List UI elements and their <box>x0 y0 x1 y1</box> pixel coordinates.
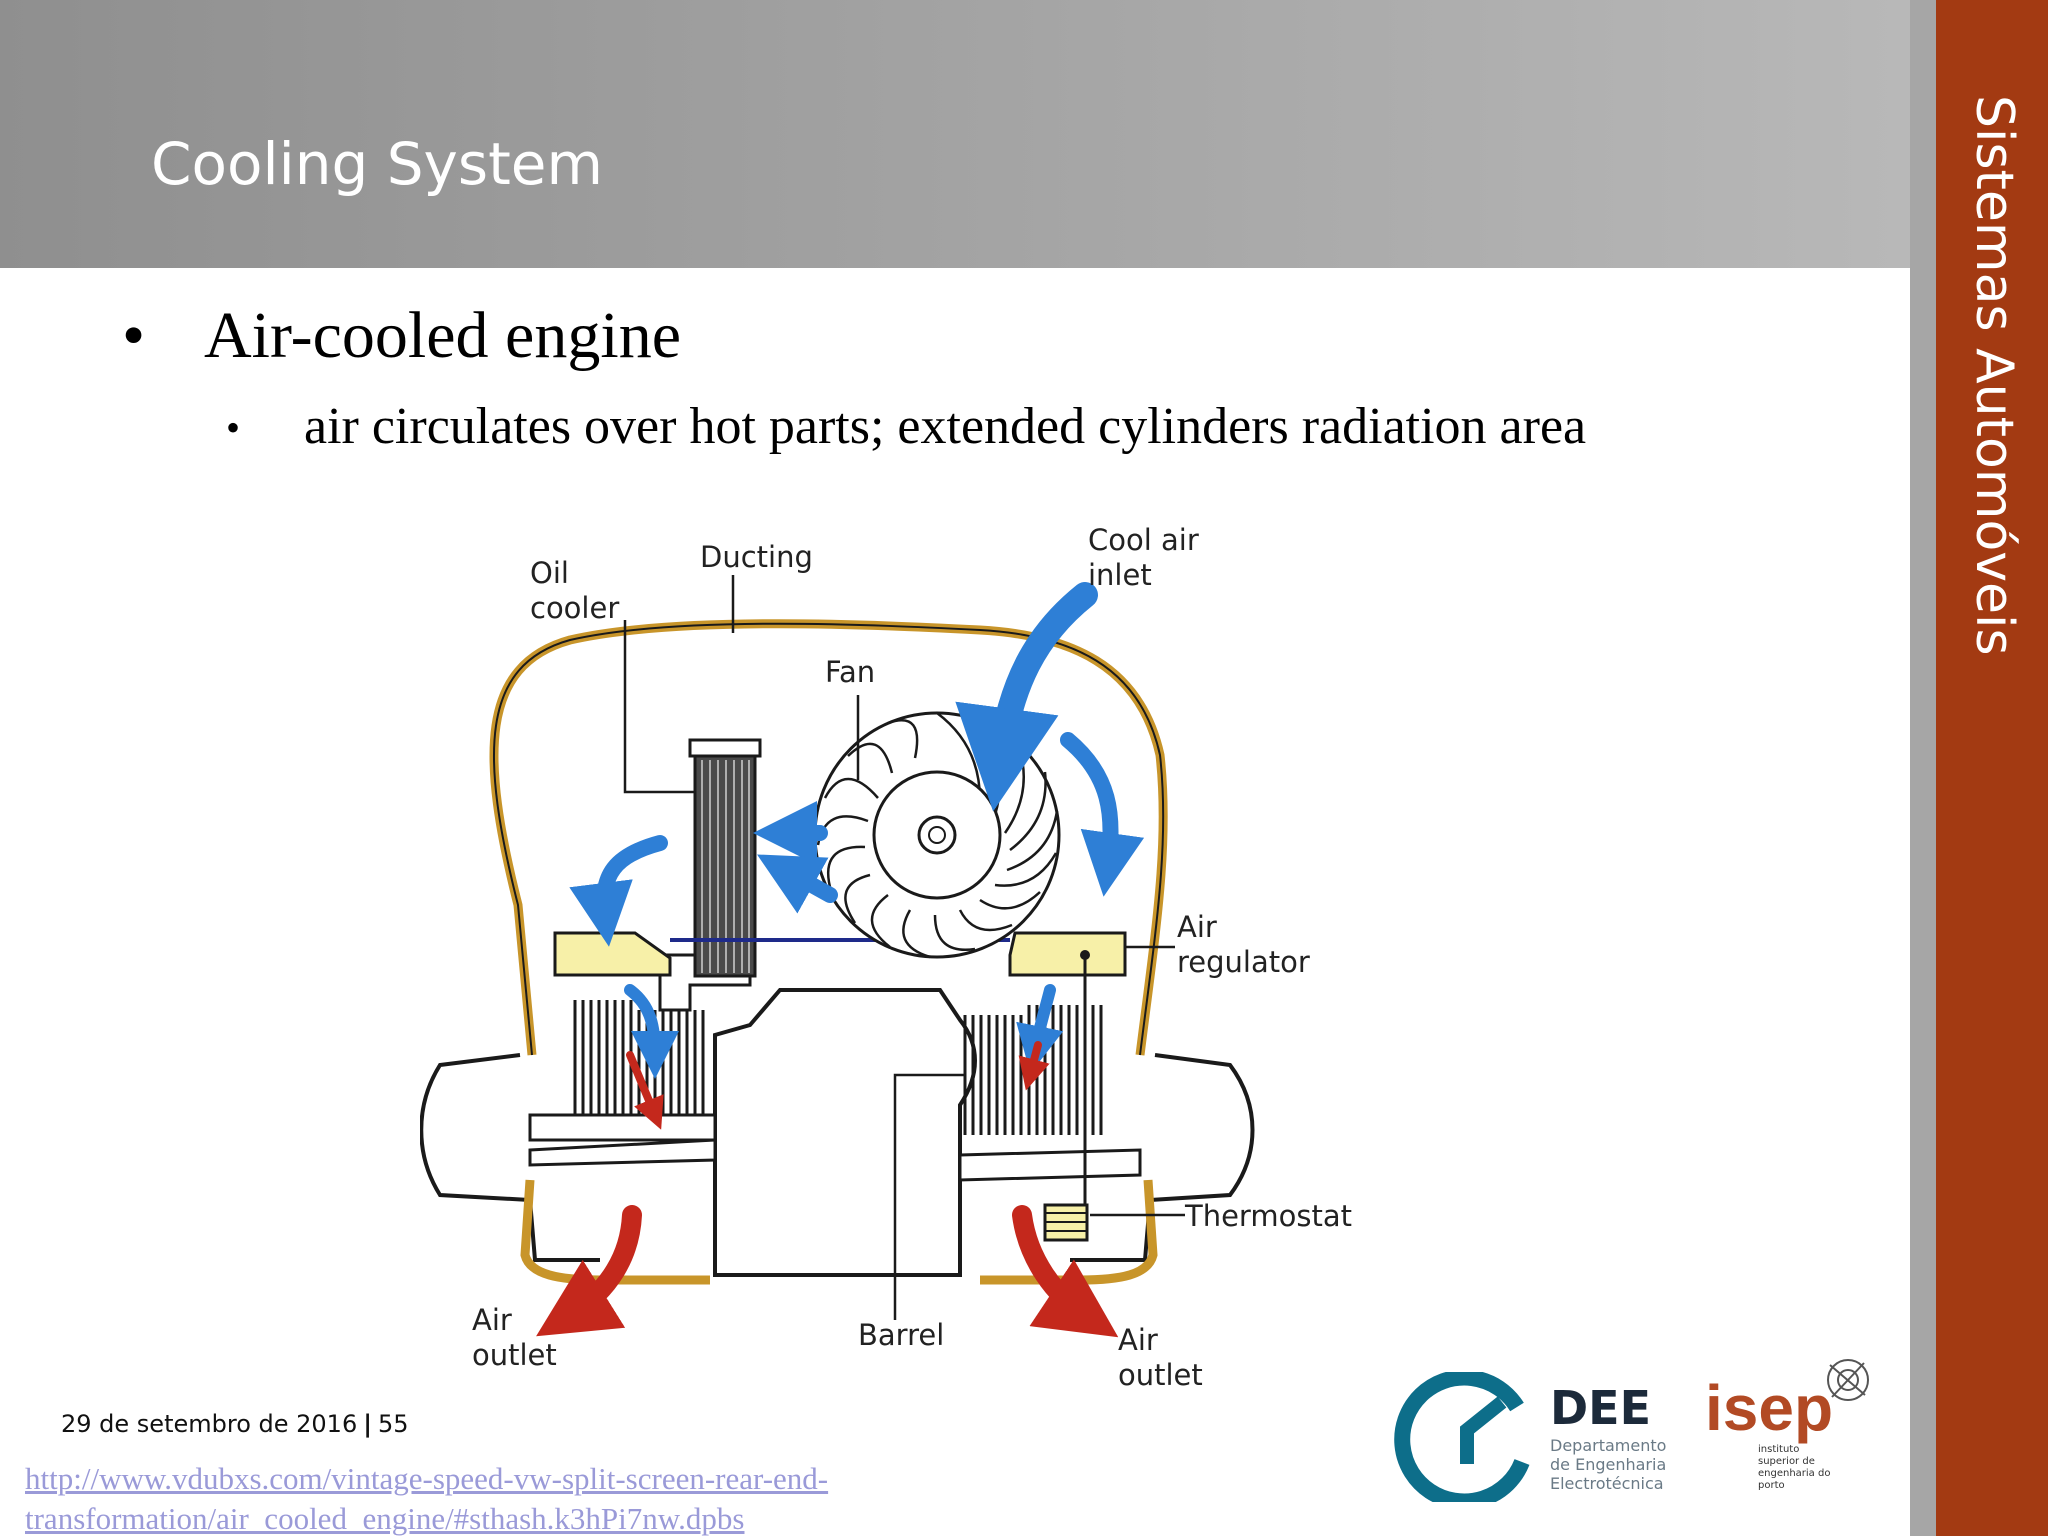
bullet-text: air circulates over hot parts; extended … <box>304 398 1587 455</box>
dee-title: DEE <box>1550 1381 1651 1435</box>
side-bar <box>1936 0 2048 1536</box>
air-cooled-engine-diagram: Ducting Oil cooler Cool air inlet Fan Ai… <box>420 523 1352 1392</box>
footer-date: 29 de setembro de 2016|55 <box>61 1410 409 1438</box>
label-air-regulator: regulator <box>1177 945 1310 979</box>
bullet-text: Air-cooled engine <box>204 299 681 372</box>
date-text: 29 de setembro de 2016 <box>61 1410 358 1438</box>
label-fan: Fan <box>825 655 875 689</box>
hot-air-arrows <box>536 1041 1119 1338</box>
left-cylinder-fins <box>573 1000 705 1115</box>
label-barrel: Barrel <box>858 1318 944 1352</box>
left-cylinder-head <box>420 1053 600 1262</box>
side-stripe <box>1910 0 1936 1536</box>
page-number: 55 <box>377 1410 409 1438</box>
isep-logo: isep instituto superior de engenharia do… <box>1705 1359 1869 1491</box>
label-air-regulator: Air <box>1177 910 1217 944</box>
label-air-outlet-left: outlet <box>472 1338 557 1372</box>
label-thermostat: Thermostat <box>1184 1199 1352 1233</box>
source-link-line1[interactable]: http://www.vdubxs.com/vintage-speed-vw-s… <box>25 1461 829 1496</box>
label-air-outlet-left: Air <box>472 1303 512 1337</box>
footer-separator: | <box>363 1410 372 1438</box>
label-air-outlet-right: outlet <box>1118 1358 1203 1392</box>
label-cool-air-inlet: Cool air <box>1088 523 1199 557</box>
source-link[interactable]: http://www.vdubxs.com/vintage-speed-vw-s… <box>25 1459 1005 1539</box>
right-cylinder-head <box>1070 1053 1255 1262</box>
thermostat <box>1043 950 1090 1242</box>
air-regulator-left <box>553 931 672 977</box>
bullet-marker: • <box>226 405 241 450</box>
dee-logo: DEE Departamento de Engenharia Electroté… <box>1394 1372 1666 1502</box>
isep-subtitle: engenharia do <box>1758 1468 1830 1479</box>
cool-air-arrows <box>569 582 1145 1079</box>
crankcase <box>713 988 977 1277</box>
dee-subtitle: Departamento <box>1550 1436 1666 1455</box>
dee-subtitle: Electrotécnica <box>1550 1474 1664 1493</box>
dee-subtitle: de Engenharia <box>1550 1455 1666 1474</box>
side-title: Sistemas Automóveis <box>1964 95 2024 656</box>
label-oil-cooler: cooler <box>530 591 619 625</box>
isep-subtitle: instituto <box>1758 1444 1799 1455</box>
isep-subtitle: superior de <box>1758 1456 1815 1467</box>
label-oil-cooler: Oil <box>530 556 569 590</box>
label-cool-air-inlet: inlet <box>1088 558 1152 592</box>
slide-title: Cooling System <box>151 130 603 198</box>
isep-title: isep <box>1705 1372 1833 1444</box>
cooling-fan <box>813 711 1061 959</box>
label-air-outlet-right: Air <box>1118 1323 1158 1357</box>
isep-emblem-icon <box>1827 1359 1869 1401</box>
isep-subtitle: porto <box>1758 1480 1785 1491</box>
air-regulator-right <box>1008 931 1127 977</box>
dee-logo-icon <box>1394 1372 1530 1502</box>
bullet-marker: • <box>122 299 146 372</box>
label-ducting: Ducting <box>700 540 813 574</box>
source-link-line2[interactable]: transformation/air_cooled_engine/#sthash… <box>25 1501 745 1536</box>
slide-header <box>0 0 1910 268</box>
